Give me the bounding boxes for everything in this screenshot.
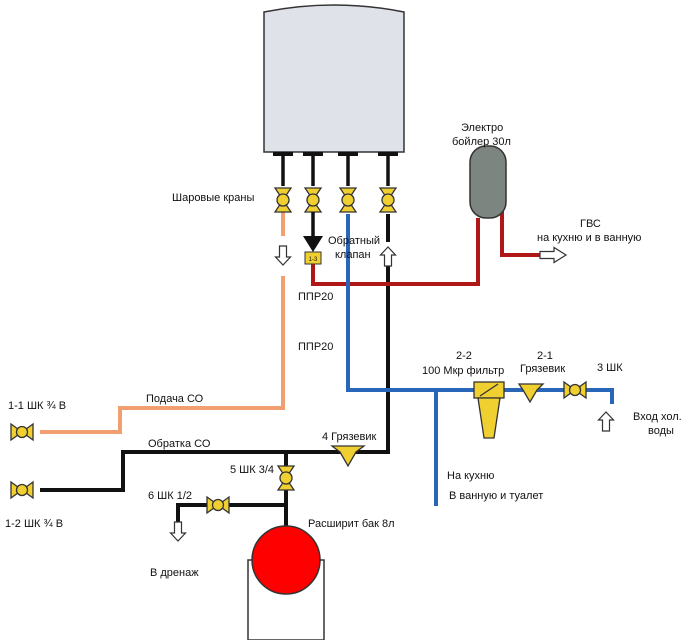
supply-co-pipe [40, 212, 285, 434]
ball-valve-icon[interactable] [274, 187, 292, 213]
ball-valve-icon[interactable] [563, 381, 587, 399]
label-return-co: Обратка СО [148, 438, 211, 450]
ball-valve-icon[interactable] [10, 423, 34, 441]
ball-valve-icon[interactable] [206, 496, 230, 514]
label-drain: В дренаж [150, 567, 199, 579]
flow-arrow-icon [539, 246, 568, 264]
label-supply-co: Подача СО [146, 393, 204, 405]
filter-icon[interactable] [473, 381, 505, 439]
label-valve-5: 5 ШК 3/4 [230, 464, 274, 476]
ball-valve-icon[interactable] [339, 187, 357, 213]
label-ppr20-b: ППР20 [298, 341, 333, 353]
label-cold-in-1: Вход хол. [633, 411, 682, 423]
label-valve-3: 3 ШК [597, 362, 623, 374]
electric-boiler [469, 145, 507, 219]
expansion-tank [247, 525, 325, 640]
ball-valve-icon[interactable] [10, 481, 34, 499]
strainer-icon[interactable] [517, 383, 545, 404]
label-check-valve-2: клапан [335, 249, 371, 261]
label-ppr20-a: ППР20 [298, 291, 333, 303]
return-co-pipes [40, 214, 390, 545]
label-expansion-tank: Расширит бак 8л [308, 518, 395, 530]
hot-water-pipes [311, 210, 540, 286]
label-electric-boiler-2: бойлер 30л [452, 136, 511, 148]
label-strainer-code: 2-1 [537, 350, 553, 362]
ball-valve-icon[interactable] [304, 187, 322, 213]
label-cold-in-2: воды [648, 425, 674, 437]
label-strainer-name: Грязевик [520, 363, 565, 375]
flow-arrow-icon [597, 411, 615, 432]
label-bath: В ванную и туалет [449, 490, 543, 502]
check-valve-icon[interactable]: 1-3 [303, 212, 323, 265]
label-electric-boiler-1: Электро [461, 122, 503, 134]
ball-valve-icon[interactable] [277, 465, 295, 491]
label-ball-valves: Шаровые краны [172, 192, 254, 204]
label-filter-code: 2-2 [456, 350, 472, 362]
flow-arrow-icon [274, 245, 292, 266]
label-hot-water-2: на кухню и в ванную [537, 232, 641, 244]
flow-arrow-icon [169, 521, 187, 542]
label-kitchen: На кухню [447, 470, 494, 482]
strainer-icon[interactable] [330, 445, 366, 468]
cold-water-pipes [346, 214, 614, 506]
label-valve-1-2: 1-2 ШК ¾ В [5, 518, 63, 530]
boiler-body [263, 4, 405, 153]
label-valve-1-1: 1-1 ШК ¾ В [8, 400, 66, 412]
ball-valve-icon[interactable] [379, 187, 397, 213]
label-check-valve-1: Обратный [328, 235, 380, 247]
label-hot-water-1: ГВС [580, 218, 601, 230]
label-strainer-4: 4 Грязевик [322, 431, 376, 443]
flow-arrow-icon [379, 246, 397, 267]
label-valve-6: 6 ШК 1/2 [148, 490, 192, 502]
label-filter-name: 100 Мкр фильтр [422, 365, 504, 377]
check-valve-mark: 1-3 [309, 257, 318, 263]
